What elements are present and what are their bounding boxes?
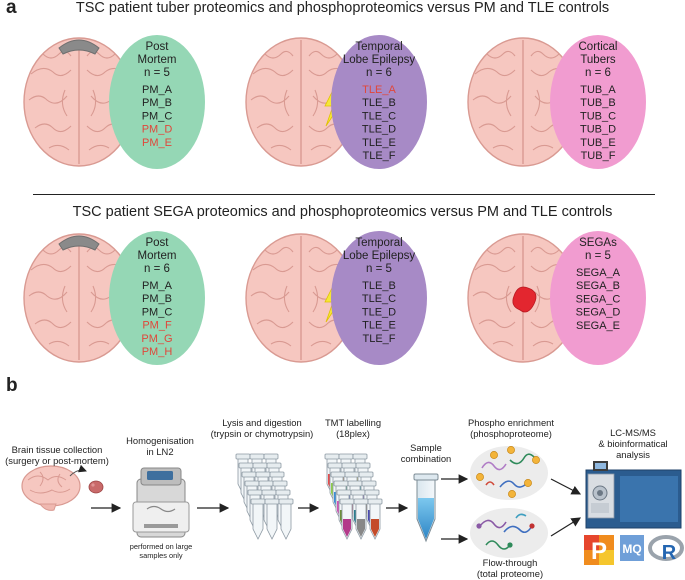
row1-title: TSC patient tuber proteomics and phospho… bbox=[75, 0, 610, 16]
group-title: Lobe Epilepsy bbox=[343, 54, 415, 66]
sample-id: PM_C bbox=[142, 110, 173, 122]
r-logo-icon: R bbox=[648, 535, 684, 564]
flow-through-icon bbox=[470, 508, 548, 558]
group-count: n = 5 bbox=[366, 263, 392, 275]
phospho-enrichment-icon bbox=[470, 446, 548, 500]
sample-id: SEGA_D bbox=[576, 307, 621, 319]
sample-id: TLE_E bbox=[362, 320, 396, 332]
group-title: Cortical bbox=[579, 41, 618, 53]
group-count: n = 6 bbox=[585, 67, 611, 79]
row1-brain-pm-icon bbox=[23, 37, 135, 167]
sample-id: TLE_D bbox=[362, 124, 396, 136]
section-divider bbox=[33, 194, 655, 195]
sample-id: PM_A bbox=[142, 84, 173, 96]
workflow-arrows bbox=[91, 474, 582, 544]
combination-tube-icon bbox=[413, 473, 439, 543]
sample-id: SEGA_C bbox=[576, 293, 621, 305]
group-title: SEGAs bbox=[579, 237, 617, 249]
sample-id: TUB_F bbox=[581, 150, 616, 162]
maxquant-logo-text: MQ bbox=[622, 542, 641, 556]
tmt-tubes-icon bbox=[324, 453, 383, 540]
collection-brain-icon bbox=[21, 464, 87, 511]
sample-id: TLE_B bbox=[362, 280, 396, 292]
group-title: Mortem bbox=[138, 54, 177, 66]
sample-id: SEGA_B bbox=[576, 280, 620, 292]
flowthrough-label: Flow-through(total proteome) bbox=[476, 557, 544, 579]
sample-id: PM_E bbox=[142, 137, 172, 149]
sample-id: PM_F bbox=[142, 320, 172, 332]
group-title: Temporal bbox=[355, 237, 402, 249]
tmt-label: TMT labelling(18plex) bbox=[324, 417, 382, 439]
sample-id: PM_D bbox=[142, 124, 173, 136]
homogeniser-device-icon bbox=[132, 467, 190, 538]
panel-a-letter: a bbox=[6, 0, 17, 18]
sample-id: TUB_D bbox=[580, 124, 616, 136]
sample-id: TLE_C bbox=[362, 293, 396, 305]
sample-id: PM_H bbox=[142, 346, 173, 358]
sample-id: TUB_A bbox=[580, 84, 616, 96]
row2-title: TSC patient SEGA proteomics and phosphop… bbox=[72, 204, 613, 220]
sample-id: PM_B bbox=[142, 293, 172, 305]
group-count: n = 6 bbox=[144, 263, 170, 275]
sample-id: SEGA_A bbox=[576, 267, 621, 279]
sample-id: TLE_E bbox=[362, 137, 396, 149]
group-count: n = 5 bbox=[144, 67, 170, 79]
group-title: Mortem bbox=[138, 250, 177, 262]
row1-brain-tle-icon bbox=[245, 37, 357, 167]
perseus-logo-text: P bbox=[591, 538, 607, 565]
collection-label: Brain tissue collection(surgery or post-… bbox=[5, 444, 109, 466]
phospho-label: Phospho enrichment(phosphoproteome) bbox=[468, 417, 554, 439]
group-count: n = 5 bbox=[585, 250, 611, 262]
group-title: Lobe Epilepsy bbox=[343, 250, 415, 262]
group-count: n = 6 bbox=[366, 67, 392, 79]
sample-id: TLE_C bbox=[362, 110, 396, 122]
sample-id: TLE_F bbox=[362, 333, 395, 345]
perseus-logo-icon: P bbox=[584, 535, 614, 565]
sample-id: PM_G bbox=[141, 333, 172, 345]
sample-id: TLE_A bbox=[362, 84, 396, 96]
maxquant-logo-icon: MQ bbox=[620, 535, 644, 561]
panel-b-letter: b bbox=[6, 375, 18, 396]
tissue-sample-icon bbox=[88, 480, 104, 494]
group-title: Temporal bbox=[355, 41, 402, 53]
lysis-label: Lysis and digestion(trypsin or chymotryp… bbox=[210, 417, 314, 439]
sample-id: PM_C bbox=[142, 306, 173, 318]
sample-id: TLE_B bbox=[362, 97, 396, 109]
row2-brain-pm-icon bbox=[23, 233, 135, 363]
lysis-tubes-icon bbox=[235, 453, 294, 540]
sample-id: PM_B bbox=[142, 97, 172, 109]
sample-id: TLE_F bbox=[362, 150, 395, 162]
group-title: Post bbox=[145, 237, 169, 249]
sample-id: TLE_D bbox=[362, 306, 396, 318]
sample-id: TUB_E bbox=[580, 137, 615, 149]
mass-spectrometer-icon bbox=[585, 461, 682, 529]
sample-id: SEGA_E bbox=[576, 320, 620, 332]
group-title: Post bbox=[145, 41, 169, 53]
r-logo-text: R bbox=[662, 542, 677, 564]
group-title: Tubers bbox=[580, 54, 616, 66]
sample-id: PM_A bbox=[142, 280, 173, 292]
sample-id: TUB_B bbox=[580, 97, 615, 109]
sample-id: TUB_C bbox=[580, 110, 616, 122]
